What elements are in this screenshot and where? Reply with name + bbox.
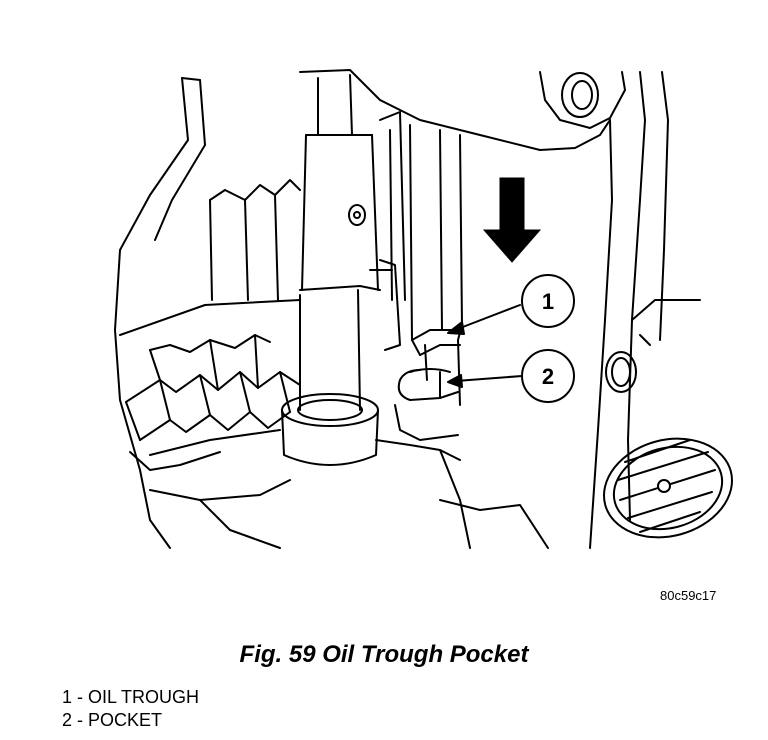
legend-number: 2 — [62, 710, 73, 730]
leader-arrow-icon — [455, 375, 523, 382]
legend-item-pocket: 2 - POCKET — [62, 709, 199, 732]
legend: 1 - OIL TROUGH 2 - POCKET — [62, 686, 199, 732]
inner-gears — [209, 111, 406, 351]
pocket — [394, 368, 459, 441]
legend-number: 1 — [62, 687, 73, 707]
callout-circle-1 — [521, 274, 575, 328]
figure-code: 80c59c17 — [660, 588, 717, 603]
housing-top — [299, 69, 626, 151]
figure-caption: Fig. 59 Oil Trough Pocket — [239, 641, 529, 668]
leader-arrowhead-2 — [447, 374, 463, 388]
legend-separator: - — [72, 687, 89, 707]
oil-trough — [409, 124, 463, 406]
legend-label: POCKET — [88, 710, 163, 730]
legend-item-oil-trough: 1 - OIL TROUGH — [62, 686, 199, 709]
cover-plate — [602, 437, 734, 539]
leader-arrow-icon — [454, 304, 521, 331]
lower-case — [149, 429, 549, 549]
callout-number-2: 2 — [542, 364, 554, 389]
legend-label: OIL TROUGH — [88, 687, 200, 707]
oil-trough-illustration: 1 2 — [114, 69, 734, 549]
shaft — [299, 74, 381, 411]
leader-arrowhead-1 — [447, 321, 465, 335]
down-arrow-icon — [482, 177, 542, 263]
callout-number-1: 1 — [542, 289, 554, 314]
legend-separator: - — [72, 710, 89, 730]
housing-left-wall — [114, 77, 301, 549]
callout-circle-2 — [521, 349, 575, 403]
housing-right-plate — [589, 71, 701, 549]
gear — [125, 334, 301, 471]
shaft-collar — [281, 393, 379, 466]
